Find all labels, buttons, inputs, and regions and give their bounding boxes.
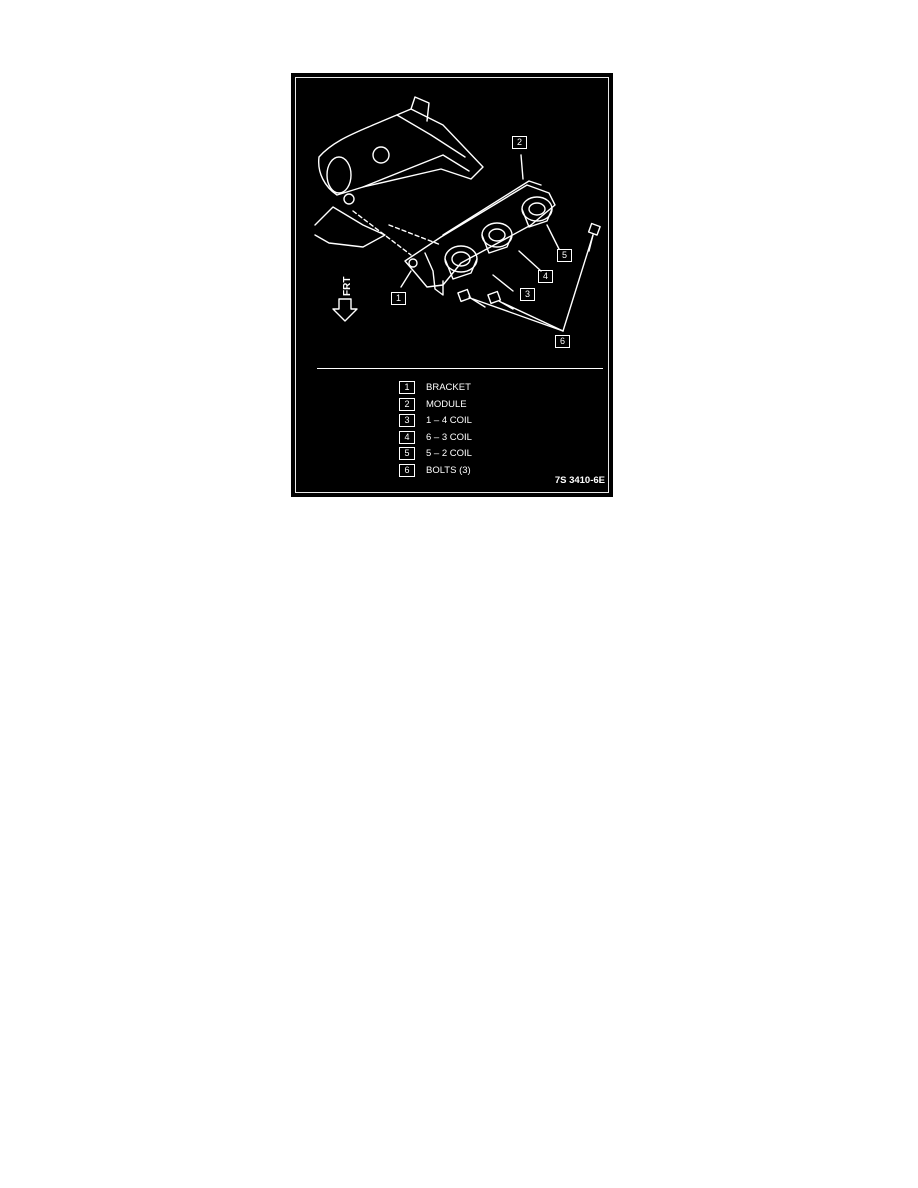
legend-number: 2	[399, 397, 415, 411]
leader-1	[400, 270, 412, 288]
bracket-hole	[408, 258, 418, 268]
direction-label: FRT	[342, 277, 353, 296]
legend-label: BRACKET	[426, 382, 471, 393]
callout-6: 6	[555, 335, 570, 348]
coil-5-2	[521, 196, 553, 228]
leader-2	[520, 154, 524, 180]
figure-frame	[295, 77, 609, 493]
alignment-line-2	[388, 224, 442, 246]
bracket-mount	[424, 252, 444, 296]
ridge-line	[396, 114, 466, 158]
bracket-plate	[404, 184, 556, 288]
figure-divider	[317, 368, 603, 369]
legend-number: 1	[399, 381, 415, 394]
legend-number: 3	[399, 414, 415, 427]
legend-label: MODULE	[426, 398, 467, 410]
leader-4	[518, 250, 542, 272]
coil-6-3	[481, 222, 513, 254]
bolt-right	[587, 222, 601, 252]
engine-lower-casting	[314, 206, 386, 248]
engine-port-left	[326, 156, 352, 194]
ignition-module-diagram: FRT 2 5 4 3 1 6 1 BRACKET 2 MODULE 3 1 –…	[291, 73, 613, 497]
mounting-stud	[343, 193, 355, 205]
callout-3: 3	[520, 288, 535, 301]
exploded-view-illustration: FRT	[314, 96, 601, 332]
leader-6b	[502, 302, 564, 332]
leader-3	[492, 274, 514, 292]
coil-1-4	[444, 245, 478, 280]
legend-number: 5	[399, 447, 415, 460]
legend-label: 6 – 3 COIL	[426, 431, 472, 443]
module-top-edge	[442, 180, 542, 236]
callout-4: 4	[538, 270, 553, 283]
legend-label: BOLTS (3)	[426, 464, 471, 476]
engine-block-boss	[410, 96, 430, 122]
callout-5: 5	[557, 249, 572, 262]
legend-label: 1 – 4 COIL	[426, 415, 472, 426]
callout-2: 2	[512, 136, 527, 149]
alignment-line-1	[352, 210, 412, 256]
forward-arrow-icon	[332, 298, 358, 322]
legend-number: 4	[399, 430, 415, 444]
leader-6a	[472, 298, 564, 332]
bolt-left	[457, 288, 486, 308]
figure-code: 7S 3410-6E	[554, 475, 605, 486]
legend-number: 6	[399, 463, 415, 477]
callout-1: 1	[391, 292, 406, 305]
legend-label: 5 – 2 COIL	[426, 448, 472, 459]
leader-6c	[562, 234, 594, 332]
engine-block-rib	[362, 154, 470, 188]
engine-block-outline	[318, 108, 484, 196]
mounting-stud-2	[372, 146, 390, 164]
leader-5	[546, 224, 560, 250]
